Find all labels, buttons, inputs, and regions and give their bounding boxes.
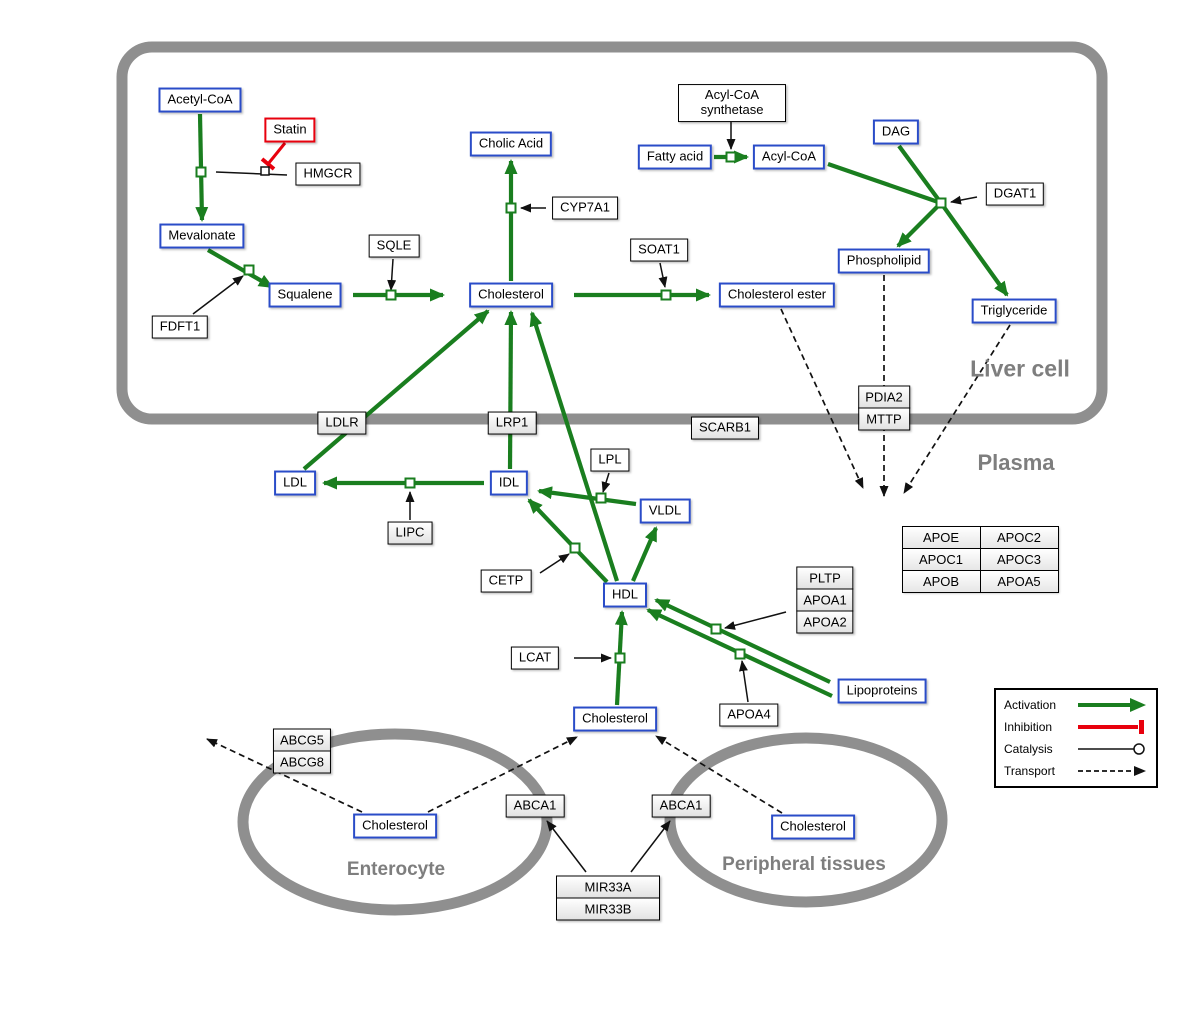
node-scarb1[interactable]: SCARB1: [690, 416, 760, 440]
activation-arrow-icon: [1078, 698, 1146, 712]
enterocyte-label: Enterocyte: [346, 859, 446, 880]
node-apoa4[interactable]: APOA4: [719, 703, 779, 727]
legend-transport: Transport: [1004, 763, 1148, 779]
node-acyl-coa-synthetase[interactable]: Acyl-CoA synthetase: [678, 84, 786, 122]
node-acyl-coa[interactable]: Acyl-CoA: [752, 144, 826, 170]
node-acetyl-coa[interactable]: Acetyl-CoA: [158, 87, 242, 113]
node-cholesterol-enterocyte[interactable]: Cholesterol: [353, 813, 437, 839]
node-abca1-peripheral[interactable]: ABCA1: [651, 794, 711, 818]
apo-cell-apoc2[interactable]: APOC2: [979, 525, 1059, 549]
node-dag[interactable]: DAG: [872, 119, 920, 145]
node-apoa1[interactable]: APOA1: [796, 588, 854, 612]
node-ldl[interactable]: LDL: [274, 470, 316, 496]
node-cholesterol-ester[interactable]: Cholesterol ester: [718, 282, 836, 308]
legend-catalysis: Catalysis: [1004, 741, 1148, 757]
legend-catalysis-label: Catalysis: [1004, 742, 1053, 756]
node-hmgcr[interactable]: HMGCR: [295, 162, 361, 186]
node-cholic-acid[interactable]: Cholic Acid: [469, 131, 553, 157]
liver-cell-membrane: [116, 41, 1108, 425]
reaction-junctions: [195, 151, 947, 664]
node-cyp7a1[interactable]: CYP7A1: [552, 196, 618, 220]
catalysis-edges: [192, 121, 978, 873]
node-lpl[interactable]: LPL: [590, 448, 630, 472]
node-cholesterol-peripheral[interactable]: Cholesterol: [771, 814, 855, 840]
apo-table: APOE APOC2 APOC1 APOC3 APOB APOA5: [901, 525, 1059, 593]
inhibition-edge: [260, 142, 287, 171]
node-mir33b[interactable]: MIR33B: [556, 897, 660, 921]
plasma-label: Plasma: [977, 450, 1055, 475]
node-apoa2[interactable]: APOA2: [796, 610, 854, 634]
node-mevalonate[interactable]: Mevalonate: [159, 223, 245, 249]
node-dgat1[interactable]: DGAT1: [985, 182, 1045, 206]
legend-activation: Activation: [1004, 697, 1148, 713]
node-abcg8[interactable]: ABCG8: [272, 750, 332, 774]
node-cholesterol-liver[interactable]: Cholesterol: [469, 282, 553, 308]
node-lcat[interactable]: LCAT: [510, 646, 560, 670]
node-fdft1[interactable]: FDFT1: [151, 315, 209, 339]
apo-cell-apob[interactable]: APOB: [901, 569, 981, 593]
node-squalene[interactable]: Squalene: [268, 282, 342, 308]
inhibition-bar-icon: [1078, 720, 1144, 734]
node-lrp1[interactable]: LRP1: [487, 411, 537, 435]
legend-inhibition-label: Inhibition: [1004, 720, 1053, 734]
legend: Activation Inhibition Catalysis Transpor…: [994, 688, 1158, 788]
apo-cell-apoc1[interactable]: APOC1: [901, 547, 981, 571]
node-mttp[interactable]: MTTP: [858, 407, 910, 431]
node-phospholipid[interactable]: Phospholipid: [837, 248, 931, 274]
node-hdl[interactable]: HDL: [602, 582, 648, 608]
peripheral-tissues-membrane: [664, 732, 948, 908]
node-mir33a[interactable]: MIR33A: [556, 875, 660, 899]
node-pdia2[interactable]: PDIA2: [858, 385, 910, 409]
peripheral-tissues-label: Peripheral tissues: [722, 854, 886, 875]
legend-inhibition: Inhibition: [1004, 719, 1148, 735]
transport-arrow-icon: [1078, 766, 1146, 776]
node-lipc[interactable]: LIPC: [387, 521, 433, 545]
node-fatty-acid[interactable]: Fatty acid: [637, 144, 713, 170]
node-cetp[interactable]: CETP: [480, 569, 532, 593]
apo-cell-apoa5[interactable]: APOA5: [979, 569, 1059, 593]
stack-pltp-apoa1-apoa2: PLTP APOA1 APOA2: [796, 566, 854, 634]
node-cholesterol-plasma[interactable]: Cholesterol: [573, 706, 657, 732]
stack-abcg5-abcg8: ABCG5 ABCG8: [272, 728, 332, 774]
node-statin[interactable]: Statin: [264, 117, 316, 143]
stack-pdia2-mttp: PDIA2 MTTP: [858, 385, 910, 431]
liver-cell-label: Liver cell: [970, 355, 1070, 382]
legend-activation-label: Activation: [1004, 698, 1057, 712]
node-idl[interactable]: IDL: [489, 470, 529, 496]
node-lipoproteins[interactable]: Lipoproteins: [837, 678, 927, 704]
node-ldlr[interactable]: LDLR: [317, 411, 367, 435]
node-vldl[interactable]: VLDL: [639, 498, 691, 524]
catalysis-anchor: [260, 166, 270, 176]
stack-mir33a-mir33b: MIR33A MIR33B: [556, 875, 660, 921]
legend-transport-label: Transport: [1004, 764, 1055, 778]
node-abcg5[interactable]: ABCG5: [272, 728, 332, 752]
node-soat1[interactable]: SOAT1: [630, 238, 688, 262]
node-abca1-enterocyte[interactable]: ABCA1: [505, 794, 565, 818]
node-triglyceride[interactable]: Triglyceride: [971, 298, 1057, 324]
catalysis-circle-icon: [1078, 743, 1145, 755]
node-sqle[interactable]: SQLE: [368, 234, 420, 258]
apo-cell-apoc3[interactable]: APOC3: [979, 547, 1059, 571]
node-pltp[interactable]: PLTP: [796, 566, 854, 590]
apo-cell-apoe[interactable]: APOE: [901, 525, 981, 549]
